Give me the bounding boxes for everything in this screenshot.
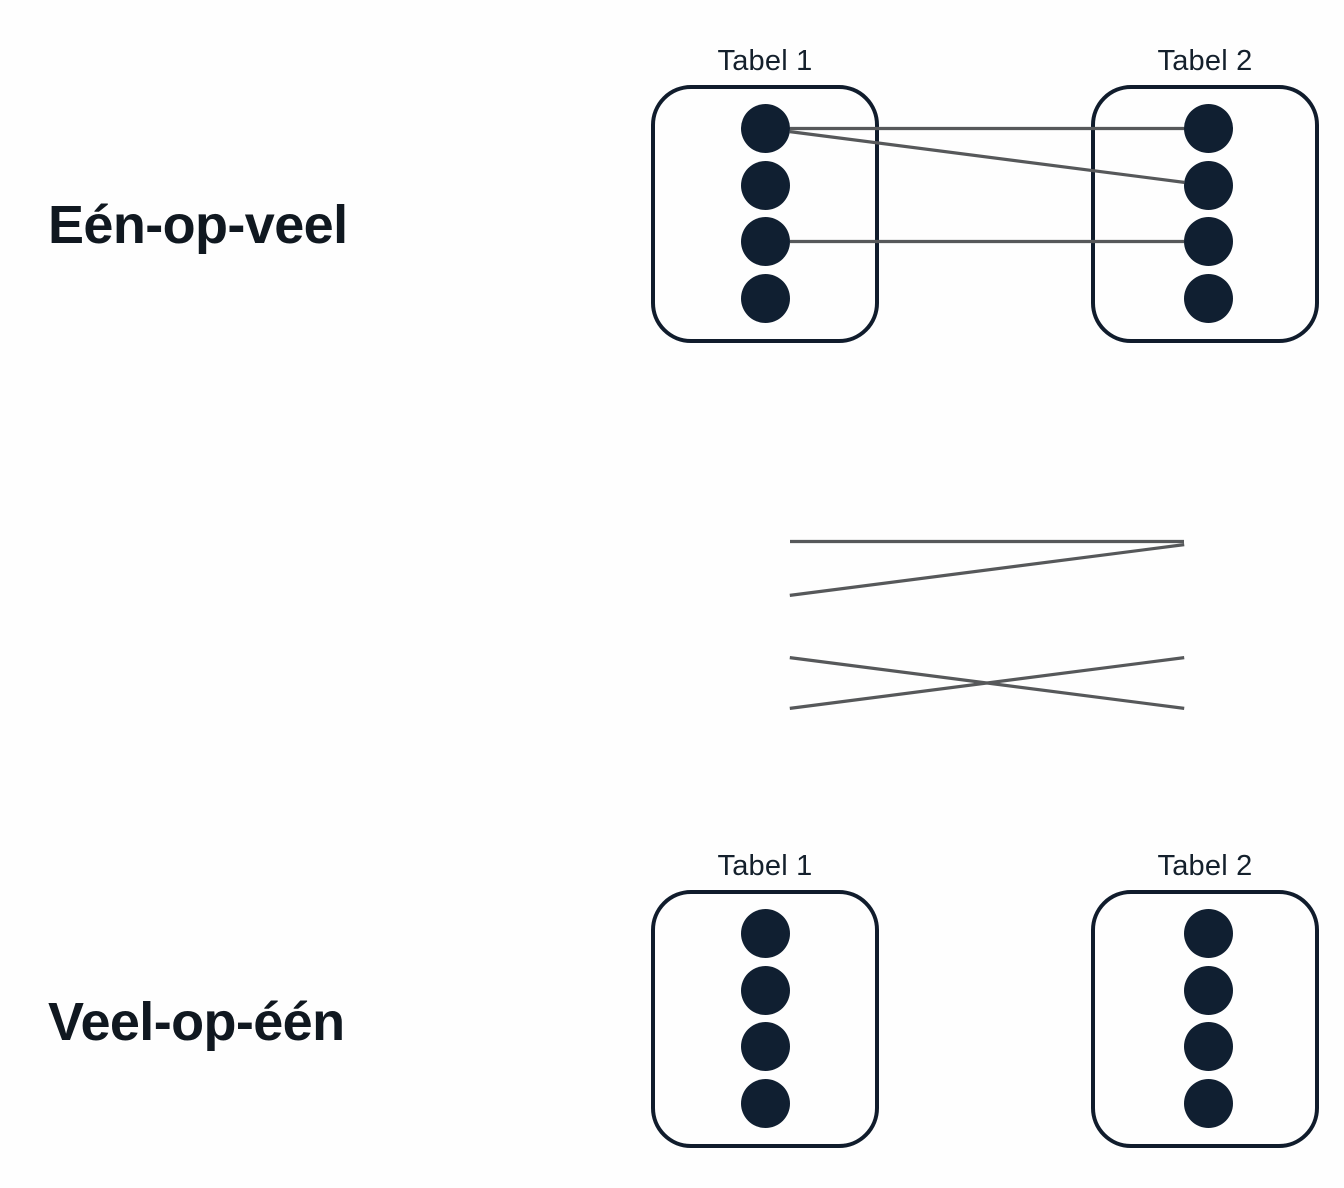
record-dot-top-left-3[interactable] [741, 217, 790, 266]
record-dot-top-right-3[interactable] [1184, 217, 1233, 266]
record-dot-top-right-2[interactable] [1184, 161, 1233, 210]
record-dot-bottom-right-2[interactable] [1184, 966, 1233, 1015]
record-dots-top-right [1091, 45, 1319, 383]
table-label-top-right: Tabel 2 [1157, 45, 1253, 77]
record-dot-top-right-4[interactable] [1184, 274, 1233, 323]
record-dot-bottom-left-1[interactable] [741, 909, 790, 958]
record-dot-top-right-1[interactable] [1184, 104, 1233, 153]
relationship-caption-one-to-many: Eén-op-veel [48, 195, 348, 255]
record-dot-bottom-right-1[interactable] [1184, 909, 1233, 958]
record-dots-top-left [651, 45, 879, 383]
relationship-caption-many-to-one: Veel-op-één [48, 992, 345, 1052]
relationship-row-one-to-many: Eén-op-veel Tabel 1 Tabel 2 [0, 0, 1344, 392]
record-dot-bottom-left-4[interactable] [741, 1079, 790, 1128]
table-box-top-right [1091, 85, 1319, 343]
record-dot-bottom-right-3[interactable] [1184, 1022, 1233, 1071]
record-dot-top-left-2[interactable] [741, 161, 790, 210]
record-dot-top-left-4[interactable] [741, 274, 790, 323]
diagram-canvas: Eén-op-veel Tabel 1 Tabel 2 [0, 0, 1344, 1148]
record-dot-bottom-right-4[interactable] [1184, 1079, 1233, 1128]
record-dots-bottom-left [651, 850, 879, 1188]
record-dot-bottom-left-3[interactable] [741, 1022, 790, 1071]
table-box-top-left [651, 85, 879, 343]
relationship-row-many-to-one: Veel-op-één Tabel 1 Tabel 2 [0, 392, 1344, 1148]
record-dot-bottom-left-2[interactable] [741, 966, 790, 1015]
record-dot-top-left-1[interactable] [741, 104, 790, 153]
record-dots-bottom-right [1091, 850, 1319, 1188]
table-label-top-left: Tabel 1 [717, 45, 813, 77]
